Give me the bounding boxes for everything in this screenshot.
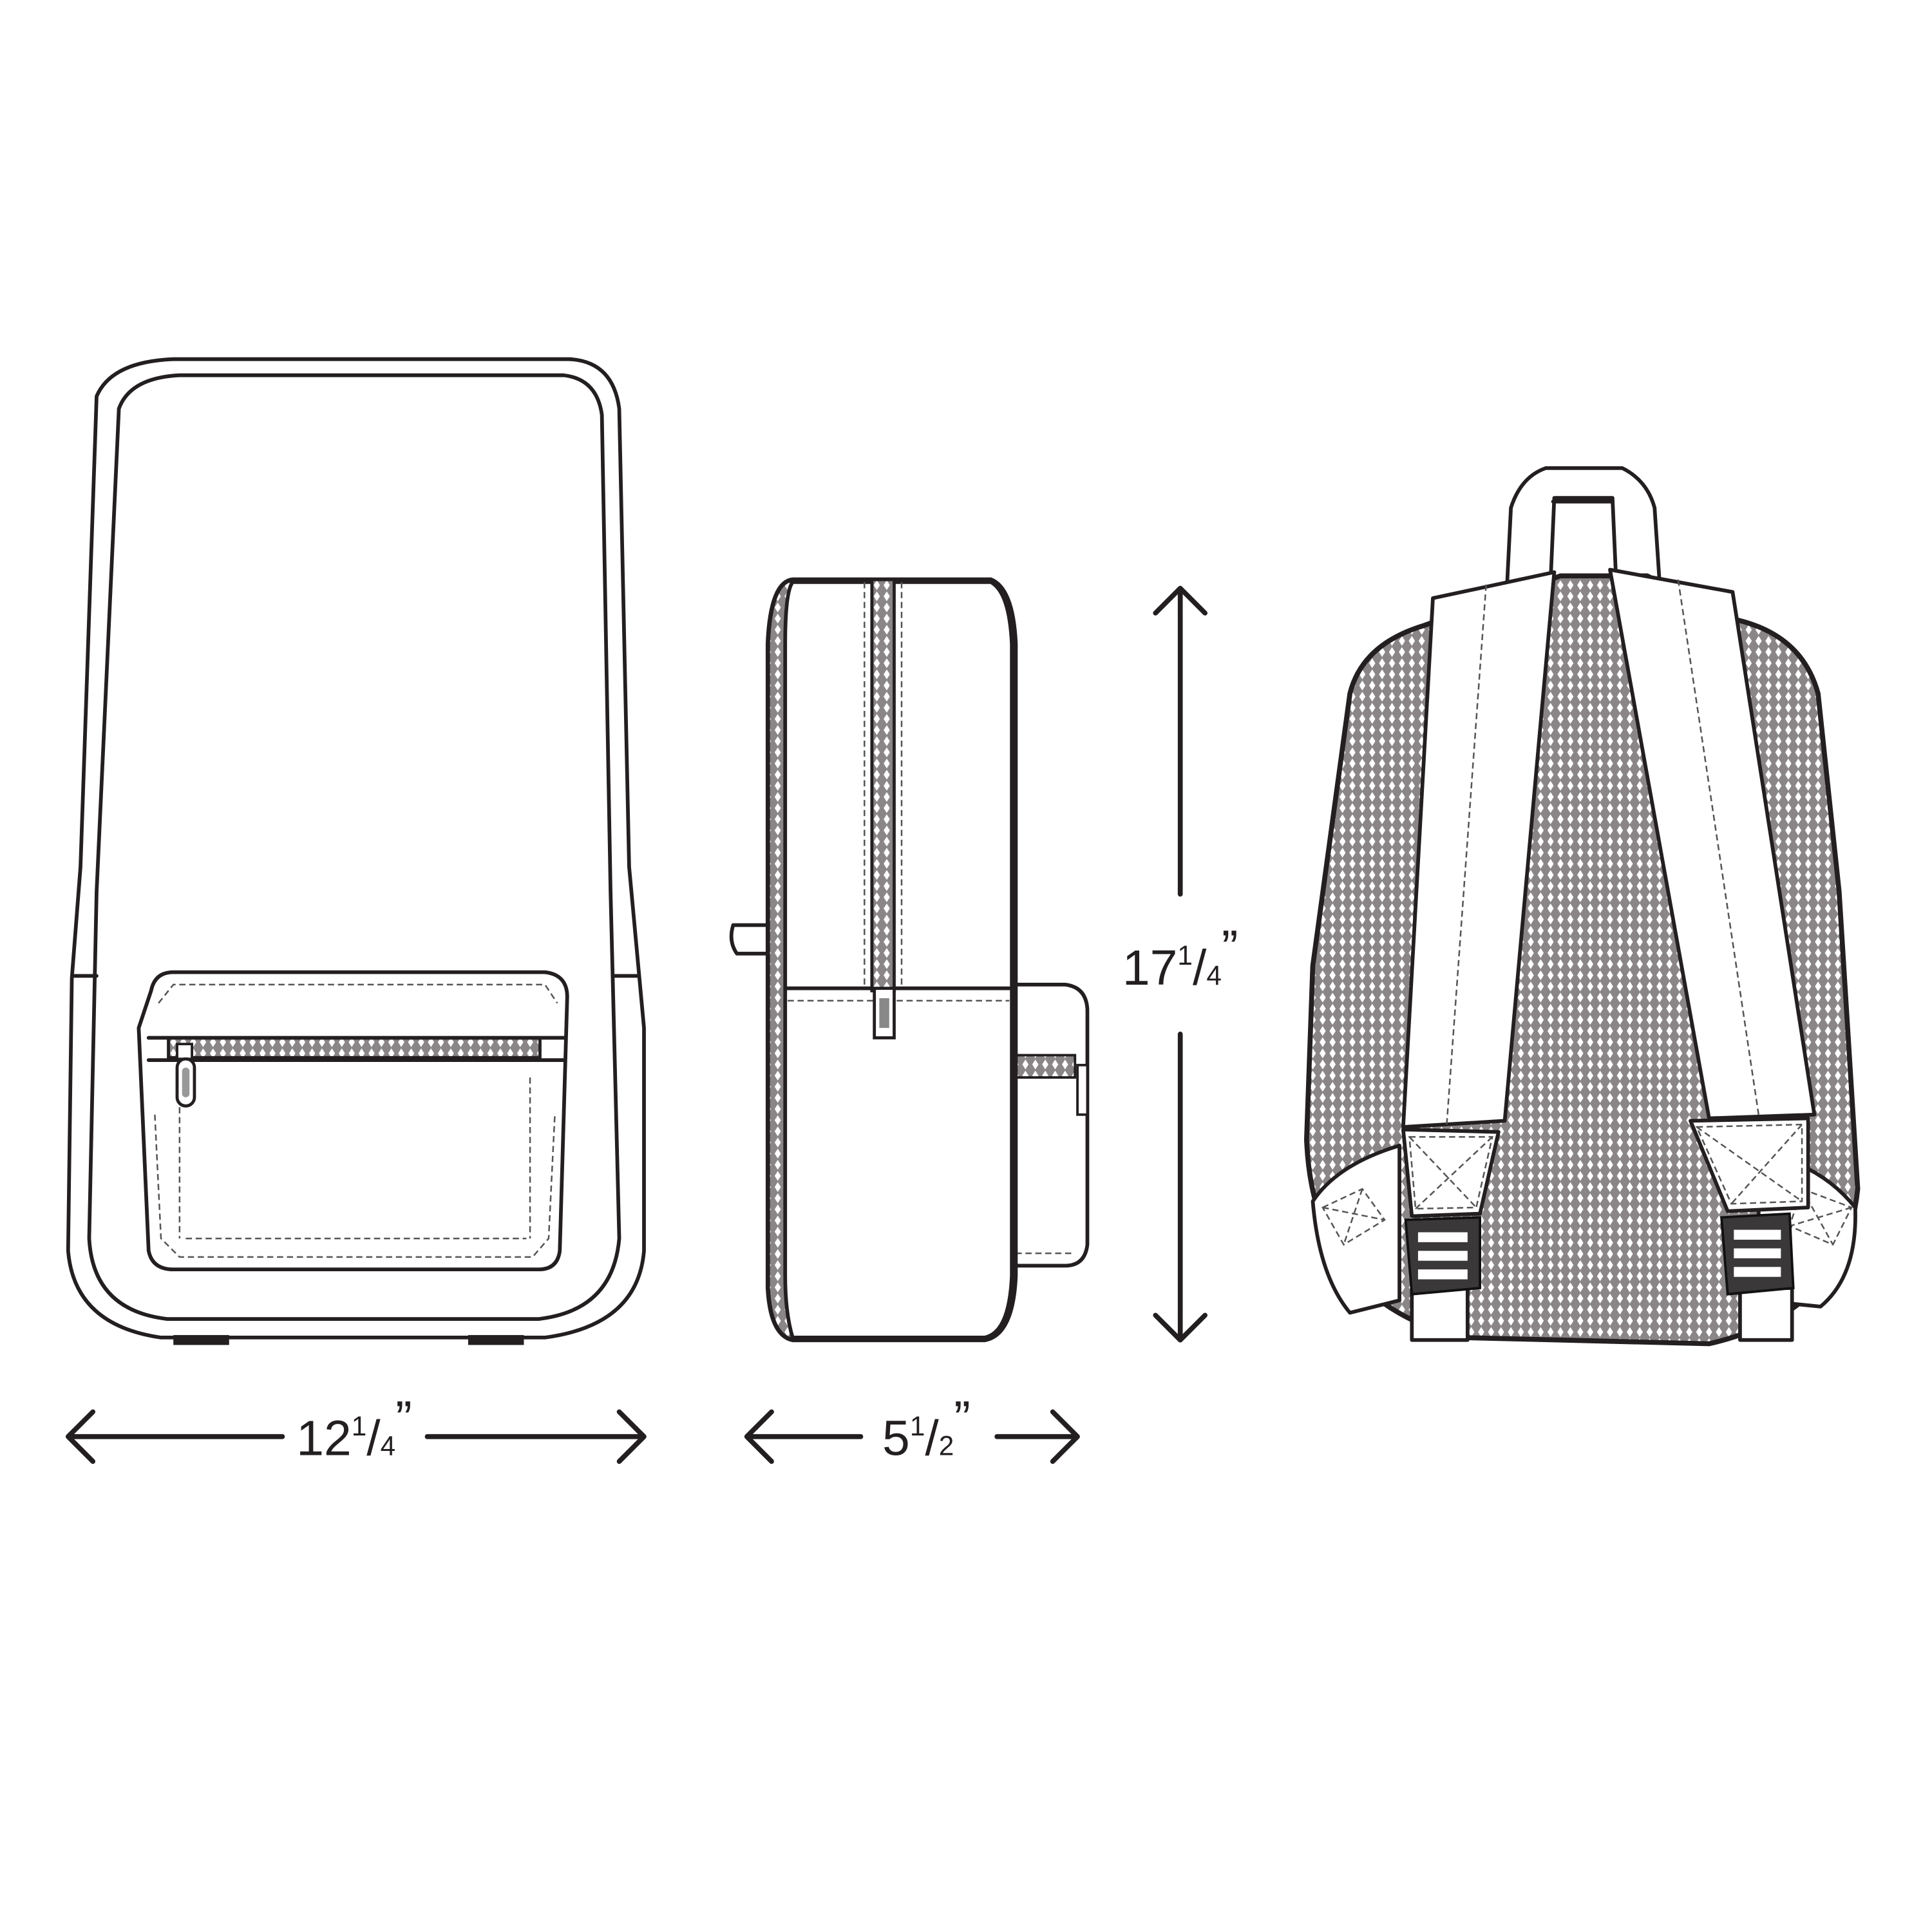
side-zipper — [870, 578, 896, 992]
zipper-pull-icon — [873, 987, 896, 1039]
arrow-right-icon — [994, 1409, 1080, 1464]
arrow-up-icon — [1153, 585, 1208, 897]
depth-dimension: 51/2” — [744, 1391, 1080, 1466]
front-pocket — [137, 970, 569, 1272]
back-strap-right — [1608, 567, 1817, 1121]
arrow-right-icon — [424, 1409, 647, 1464]
back-handle — [1505, 466, 1662, 584]
buckle-left-icon — [1404, 1216, 1481, 1296]
height-dimension: 171/4” — [1122, 585, 1238, 1343]
zipper-pull-icon — [175, 1043, 196, 1108]
width-dimension: 121/4” — [65, 1391, 647, 1466]
buckle-right-icon — [1720, 1212, 1795, 1296]
arrow-down-icon — [1153, 1031, 1208, 1343]
front-pocket-zipper — [167, 1036, 542, 1059]
side-view — [729, 577, 1090, 1343]
base-foot-right — [468, 1335, 524, 1345]
back-strap-left — [1401, 570, 1557, 1129]
base-foot-left — [173, 1335, 229, 1345]
front-view — [66, 357, 646, 1345]
lower-strap-anchor-left — [1311, 1143, 1401, 1315]
side-pocket — [1007, 982, 1090, 1268]
back-view — [1303, 466, 1861, 1347]
depth-label: 51/2” — [882, 1391, 971, 1466]
strap-reinforcement-left — [1401, 1127, 1501, 1218]
arrow-left-icon — [744, 1409, 864, 1464]
width-label: 121/4” — [296, 1391, 412, 1466]
arrow-left-icon — [65, 1409, 285, 1464]
height-label: 171/4” — [1122, 920, 1238, 996]
